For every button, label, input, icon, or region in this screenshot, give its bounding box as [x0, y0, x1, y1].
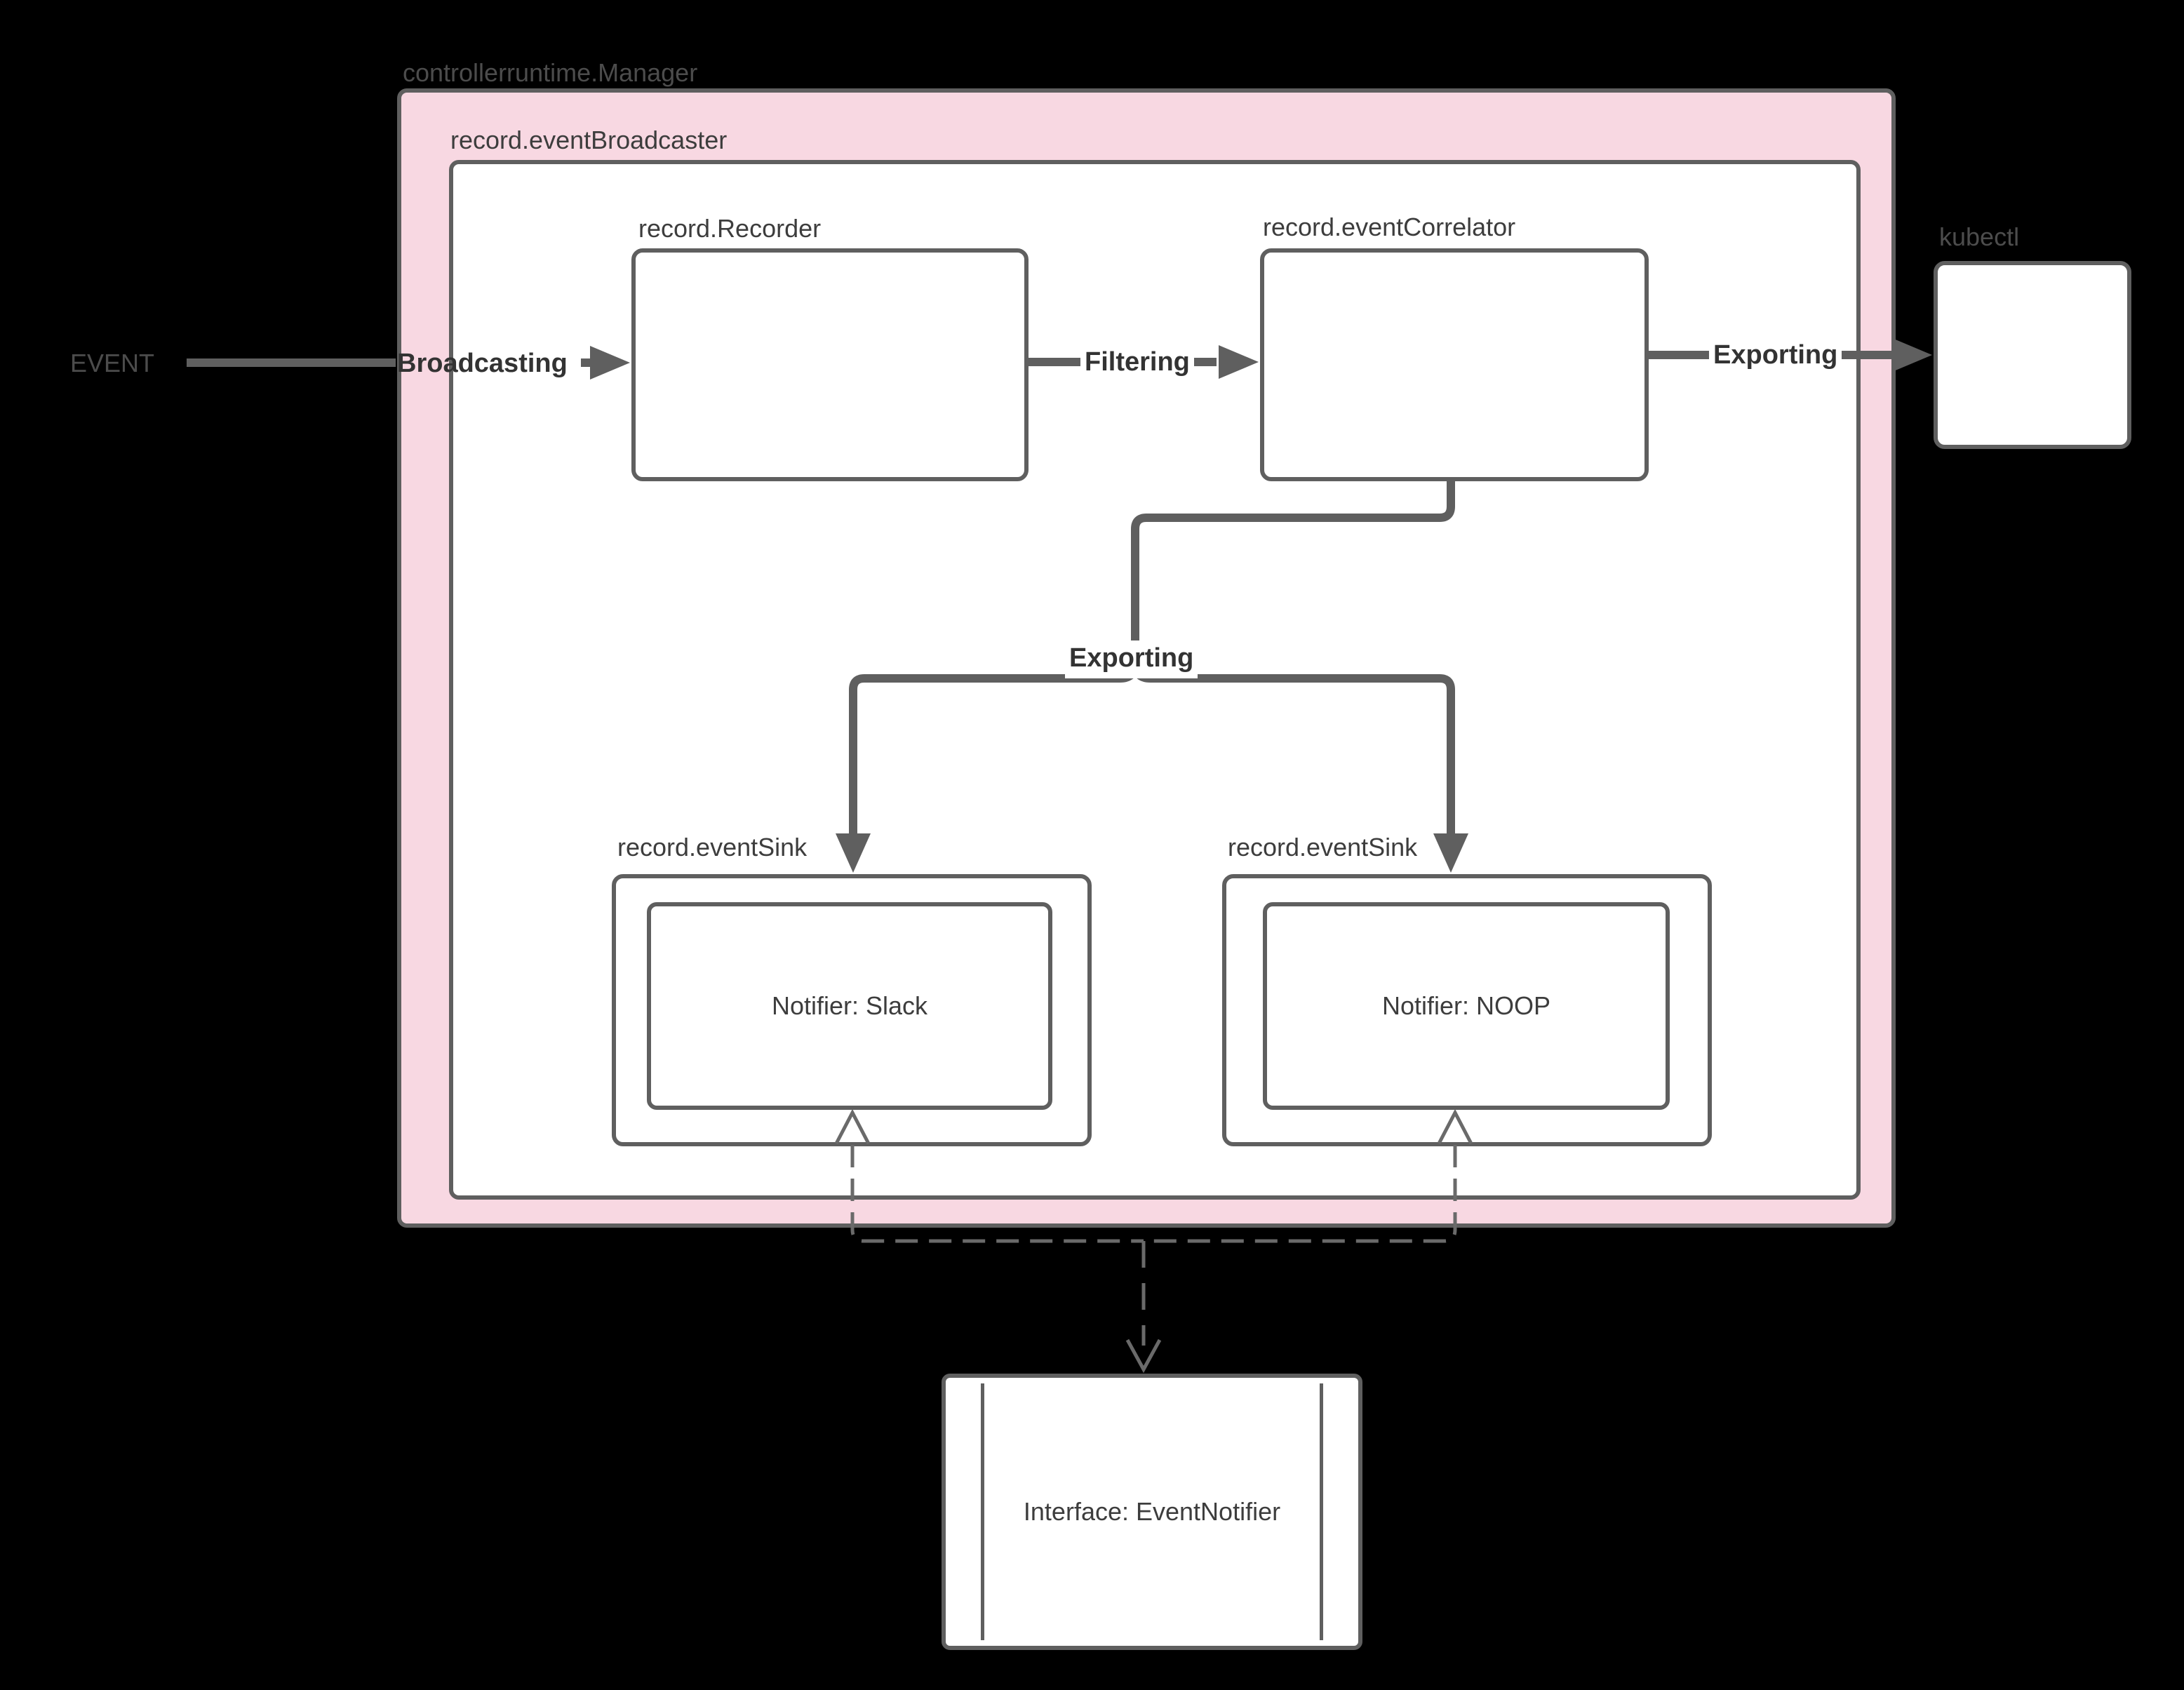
correlator-label: record.eventCorrelator	[1263, 213, 1516, 241]
interface-left-bar	[981, 1383, 984, 1640]
broadcaster-label: record.eventBroadcaster	[450, 126, 728, 154]
correlator-box	[1260, 248, 1649, 481]
edge-label-filtering: Filtering	[1080, 345, 1194, 379]
notifier-noop-text: Notifier: NOOP	[1381, 991, 1551, 1020]
edge-label-broadcasting: Broadcasting	[397, 349, 568, 378]
kubectl-label: kubectl	[1939, 222, 2020, 251]
interface-box	[942, 1374, 1362, 1650]
notifier-slack-box	[647, 902, 1052, 1110]
kubectl-box	[1934, 261, 2131, 449]
notifier-noop-box	[1263, 902, 1670, 1110]
open-chevron-down-interface-icon	[1125, 1339, 1162, 1374]
recorder-label: record.Recorder	[638, 214, 822, 243]
recorder-box	[631, 248, 1029, 481]
sink-right-label: record.eventSink	[1228, 833, 1418, 861]
arrowhead-exporting-kubectl	[1892, 338, 1932, 372]
manager-group-label: controllerruntime.Manager	[403, 58, 698, 87]
interface-text: Interface: EventNotifier	[1023, 1497, 1281, 1526]
interface-right-bar	[1320, 1383, 1323, 1640]
notifier-slack-text: Notifier: Slack	[771, 991, 928, 1020]
edge-label-exporting-kubectl: Exporting	[1709, 338, 1842, 372]
event-label: EVENT	[70, 349, 155, 377]
sink-left-label: record.eventSink	[617, 833, 808, 861]
edge-label-exporting-sinks: Exporting	[1065, 641, 1198, 678]
